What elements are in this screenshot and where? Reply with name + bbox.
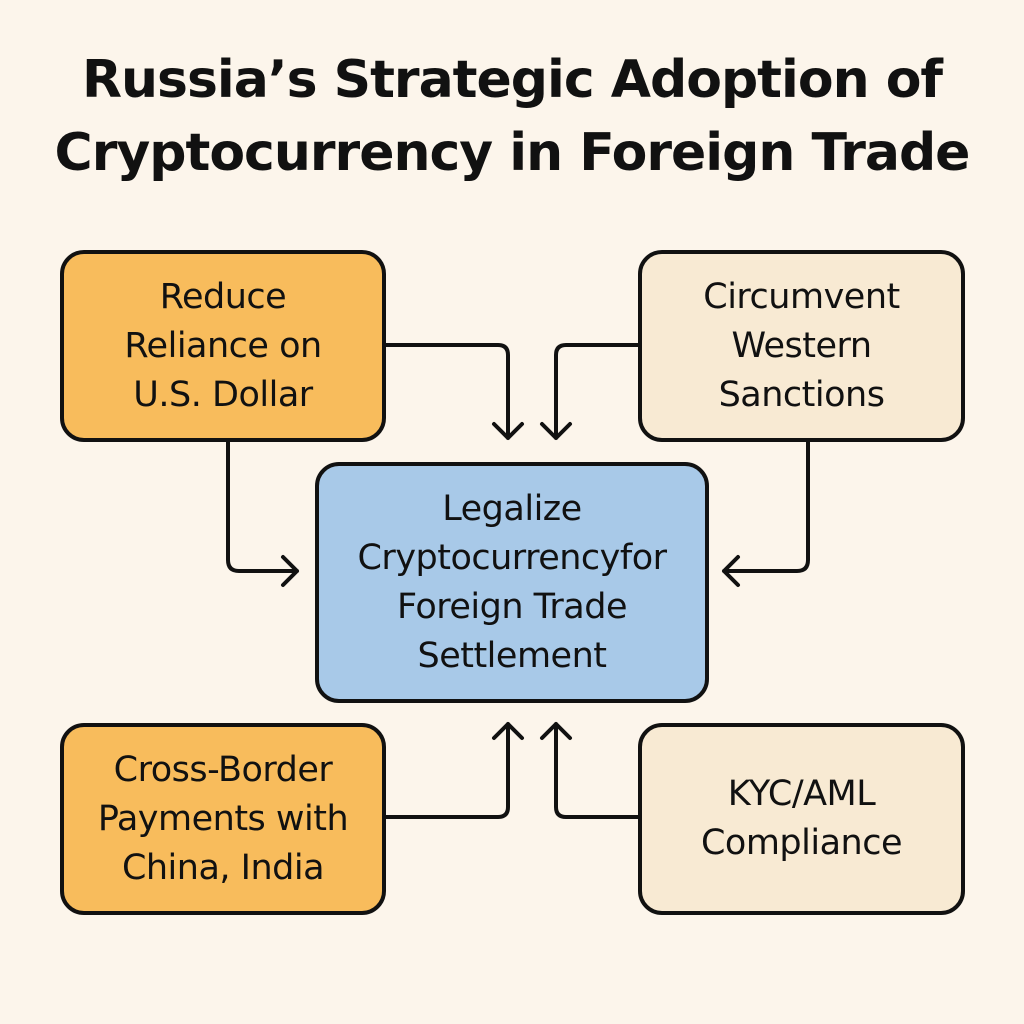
node-circumvent-sanctions: Circumvent Western Sanctions (638, 250, 965, 442)
edge-kyc-aml-to-center (540, 722, 640, 819)
node-text-line: U.S. Dollar (133, 374, 313, 415)
node-reduce-dollar-reliance: Reduce Reliance on U.S. Dollar (60, 250, 386, 442)
node-text-line: Reliance on (124, 325, 322, 366)
node-legalize-crypto-center: Legalize Cryptocurrencyfor Foreign Trade… (315, 462, 709, 703)
diagram-title: Russia’s Strategic Adoption of Cryptocur… (0, 44, 1024, 190)
node-text-line: Foreign Trade (396, 586, 628, 627)
node-text-line: Reduce (159, 276, 287, 317)
node-cross-border-payments: Cross-Border Payments with China, India (60, 723, 386, 915)
node-text-line: Western (731, 325, 872, 366)
node-text-line: Sanctions (718, 374, 885, 415)
edge-sanctions-to-center-right (722, 440, 810, 587)
edge-reduce-dollar-to-center-left (226, 440, 299, 587)
node-text-line: China, India (121, 847, 325, 888)
node-text-line: Compliance (700, 823, 903, 863)
node-text-line: Payments with (97, 798, 349, 839)
node-text-line: Legalize (442, 488, 582, 529)
node-text-line: Settlement (417, 635, 607, 676)
edge-reduce-dollar-to-center-top (384, 343, 524, 440)
node-text-line: Circumvent (703, 276, 900, 317)
node-text-line: Cross-Border (113, 749, 333, 790)
title-line-2: Cryptocurrency in Foreign Trade (54, 123, 971, 183)
edge-sanctions-to-center-top (540, 343, 640, 440)
node-text-line: KYC/AML (727, 774, 876, 814)
edge-cross-border-to-center (384, 722, 524, 819)
node-kyc-aml-compliance: KYC/AML Compliance (638, 723, 965, 915)
node-text-line: Cryptocurrencyfor (357, 537, 667, 578)
title-line-1: Russia’s Strategic Adoption of (81, 50, 943, 110)
